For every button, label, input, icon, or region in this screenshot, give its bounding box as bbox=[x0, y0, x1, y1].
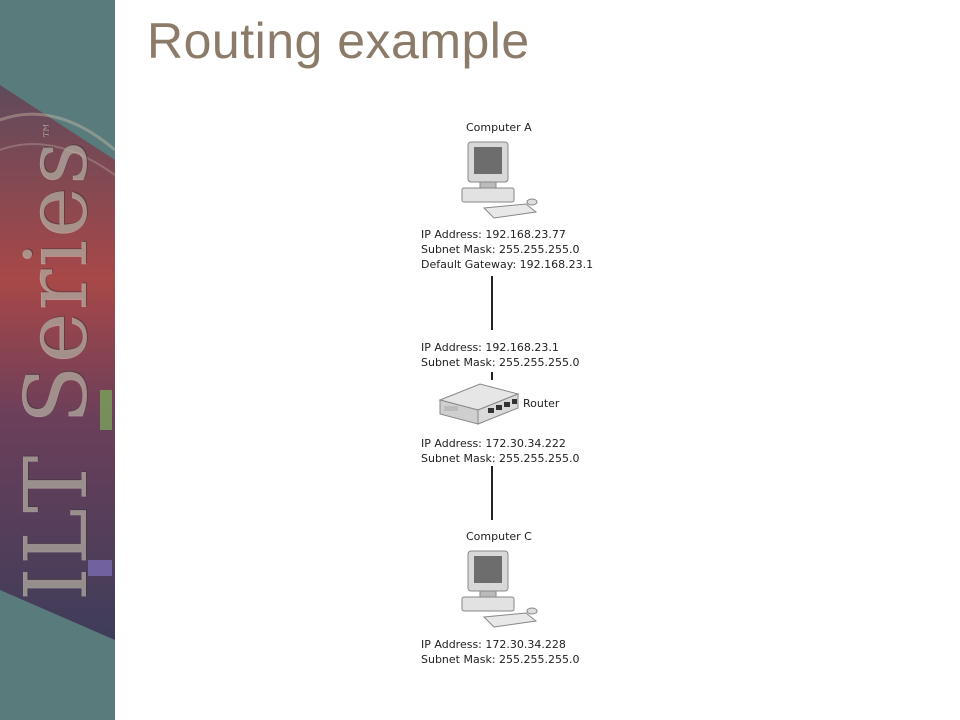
computer-c-name: Computer C bbox=[466, 530, 532, 543]
link-line-upper bbox=[491, 276, 493, 330]
slide-title: Routing example bbox=[147, 13, 530, 69]
brand-logo-text: ILT Series™ bbox=[7, 119, 107, 601]
trademark-mark: ™ bbox=[40, 118, 62, 139]
computer-a-icon bbox=[461, 141, 538, 219]
computer-a-gateway: Default Gateway: 192.168.23.1 bbox=[421, 258, 594, 271]
computer-a-ip: IP Address: 192.168.23.77 bbox=[421, 228, 566, 241]
banner-art bbox=[0, 85, 115, 640]
router-upper-mask: Subnet Mask: 255.255.255.0 bbox=[421, 356, 580, 369]
router-icon bbox=[438, 383, 520, 425]
router-lower-ip: IP Address: 172.30.34.222 bbox=[421, 437, 566, 450]
link-line-router-top bbox=[491, 372, 493, 380]
router-upper-ip: IP Address: 192.168.23.1 bbox=[421, 341, 559, 354]
router-lower-mask: Subnet Mask: 255.255.255.0 bbox=[421, 452, 580, 465]
computer-c-icon bbox=[461, 550, 538, 628]
brand-name: ILT Series bbox=[7, 138, 107, 602]
computer-a-name: Computer A bbox=[466, 121, 532, 134]
computer-c-mask: Subnet Mask: 255.255.255.0 bbox=[421, 653, 580, 666]
link-line-lower bbox=[491, 466, 493, 520]
computer-a-mask: Subnet Mask: 255.255.255.0 bbox=[421, 243, 580, 256]
router-name: Router bbox=[523, 397, 560, 410]
brand-banner: ILT Series™ bbox=[0, 0, 115, 720]
computer-c-ip: IP Address: 172.30.34.228 bbox=[421, 638, 566, 651]
